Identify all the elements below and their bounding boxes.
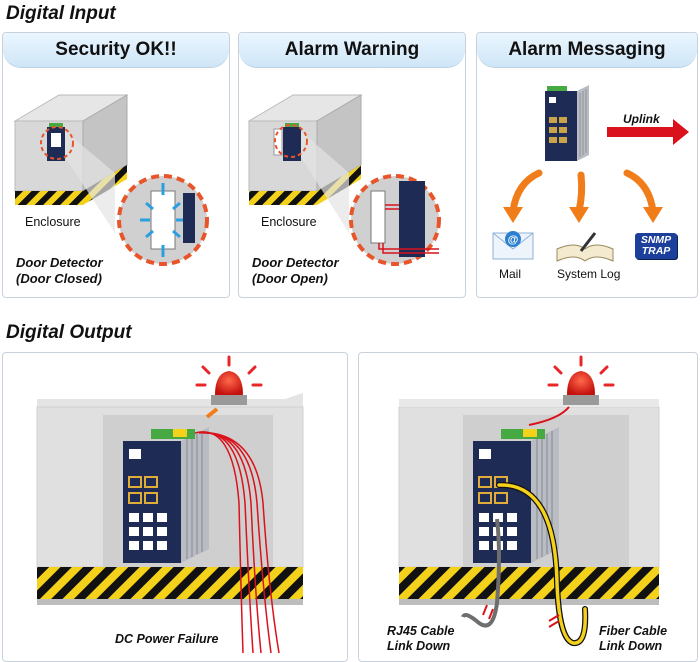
door-open-label: (Door Open): [252, 271, 328, 286]
enclosure-label: Enclosure: [261, 215, 317, 229]
uplink-arrow: [607, 119, 689, 145]
door-closed-label: (Door Closed): [16, 271, 102, 286]
snmp-label: SNMP: [640, 234, 672, 246]
digital-input-title: Digital Input: [6, 3, 116, 24]
link-down-illustration: [398, 355, 660, 647]
security-ok-panel: Security OK!! Enclosure Door Detec: [2, 32, 230, 298]
trap-label: TRAP: [641, 245, 671, 257]
rj45-link-down-label: Link Down: [387, 639, 451, 653]
snmp-trap-icon: SNMP TRAP: [635, 233, 677, 259]
alarm-warning-panel: Alarm Warning Enclosure Door Detector (D…: [238, 32, 466, 298]
door-detector-label: Door Detector: [252, 255, 339, 270]
svg-text:@: @: [508, 234, 519, 246]
rj45-cable-label: RJ45 Cable: [387, 624, 455, 638]
dc-power-failure-label: DC Power Failure: [115, 632, 219, 646]
alarm-warning-heading: Alarm Warning: [239, 33, 465, 68]
link-down-panel: RJ45 Cable Link Down Fiber Cable Link Do…: [358, 352, 698, 662]
power-failure-panel: DC Power Failure: [2, 352, 348, 662]
uplink-label: Uplink: [623, 112, 660, 126]
door-detector-label: Door Detector: [16, 255, 103, 270]
mail-label: Mail: [499, 267, 522, 281]
alarm-messaging-panel: Alarm Messaging @ Uplink Mail System: [476, 32, 698, 298]
fiber-cable-label: Fiber Cable: [599, 624, 668, 638]
system-log-label: System Log: [557, 267, 621, 281]
digital-output-title: Digital Output: [6, 322, 132, 343]
door-closed-illustration: [13, 94, 209, 266]
security-ok-heading: Security OK!!: [3, 33, 229, 68]
door-open-illustration: [247, 94, 441, 266]
alarm-messaging-illustration: @: [492, 85, 689, 262]
alarm-messaging-heading: Alarm Messaging: [477, 33, 697, 68]
power-failure-illustration: [36, 355, 304, 654]
enclosure-label: Enclosure: [25, 215, 81, 229]
fiber-link-down-label: Link Down: [599, 639, 663, 653]
